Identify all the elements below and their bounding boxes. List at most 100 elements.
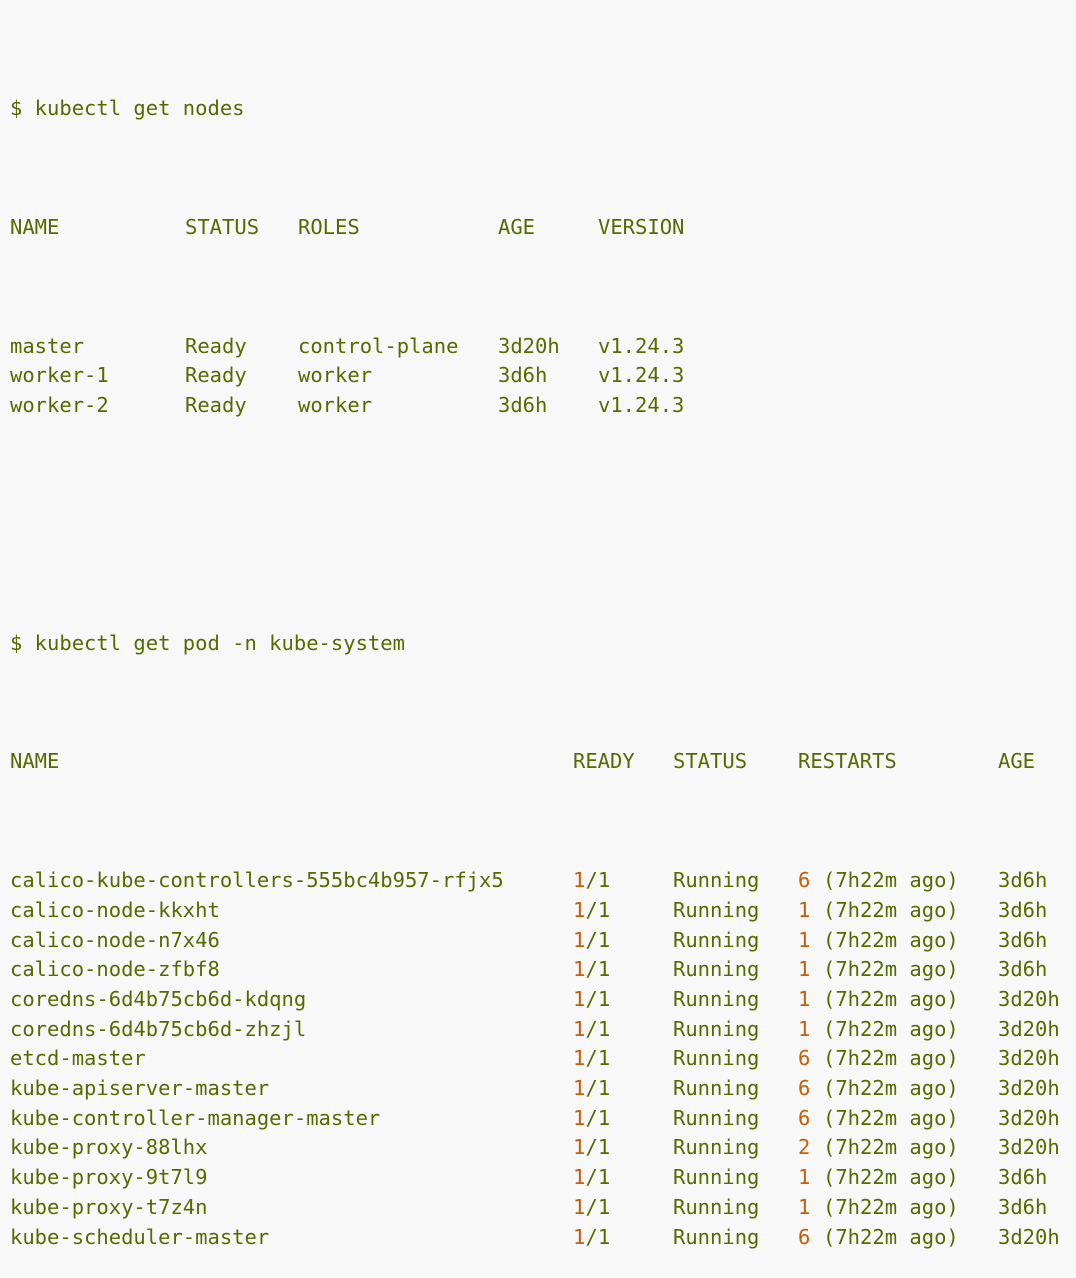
pod-name: coredns-6d4b75cb6d-zhzjl [10, 1016, 307, 1041]
pod-ready-count: 1 [573, 897, 586, 922]
pod-name: kube-proxy-t7z4n [10, 1194, 208, 1219]
pod-restarts-ago: (7h22m ago) [823, 927, 959, 952]
pod-ready-total: /1 [585, 957, 611, 982]
pod-ready-count: 1 [573, 1194, 586, 1219]
node-name: worker-2 [10, 393, 109, 418]
pod-restarts-ago: (7h22m ago) [823, 1135, 959, 1160]
pod-status: Running [673, 1046, 760, 1071]
pod-age: 3d20h [998, 987, 1060, 1012]
pod-status: Running [673, 1076, 760, 1101]
pod-ready-total: /1 [585, 1046, 611, 1071]
pod-restarts-count: 6 [798, 1105, 811, 1130]
pod-age: 3d6h [998, 1194, 1048, 1219]
pod-name: kube-apiserver-master [10, 1076, 270, 1101]
node-age: 3d6h [498, 363, 548, 388]
pod-restarts-ago: (7h22m ago) [823, 957, 959, 982]
pod-restarts-count: 1 [798, 1194, 811, 1219]
pod-status: Running [673, 868, 760, 893]
pod-status: Running [673, 1135, 760, 1160]
pod-restarts-count: 6 [798, 1224, 811, 1249]
pod-ready-count: 1 [573, 927, 586, 952]
pods-header-ready: READY [573, 749, 635, 774]
node-status: Ready [185, 393, 247, 418]
terminal-output: $ kubectl get nodes NAME STATUS ROLES AG… [0, 94, 1076, 1249]
pod-age: 3d6h [998, 957, 1048, 982]
node-version: v1.24.3 [598, 393, 685, 418]
pod-age: 3d20h [998, 1105, 1060, 1130]
pod-status: Running [673, 927, 760, 952]
pod-age: 3d6h [998, 927, 1048, 952]
node-status: Ready [185, 333, 247, 358]
pod-status: Running [673, 1165, 760, 1190]
pod-age: 3d6h [998, 868, 1048, 893]
pod-ready-total: /1 [585, 1016, 611, 1041]
pods-command: $ kubectl get pod -n kube-system [10, 630, 405, 655]
pod-restarts-count: 1 [798, 987, 811, 1012]
pod-restarts-count: 2 [798, 1135, 811, 1160]
pod-ready-count: 1 [573, 957, 586, 982]
pod-row: calico-kube-controllers-555bc4b957-rfjx5… [0, 866, 1076, 896]
node-roles: worker [298, 393, 373, 418]
pod-restarts-count: 1 [798, 1165, 811, 1190]
pod-name: kube-proxy-9t7l9 [10, 1165, 208, 1190]
pod-restarts-ago: (7h22m ago) [823, 897, 959, 922]
pod-ready-count: 1 [573, 1135, 586, 1160]
pod-age: 3d20h [998, 1076, 1060, 1101]
pod-restarts-ago: (7h22m ago) [823, 1194, 959, 1219]
pods-command-line: $ kubectl get pod -n kube-system [0, 629, 1076, 659]
pod-ready-total: /1 [585, 1105, 611, 1130]
pod-restarts-ago: (7h22m ago) [823, 987, 959, 1012]
nodes-header-name: NAME [10, 214, 60, 239]
pod-name: kube-scheduler-master [10, 1224, 270, 1249]
pod-ready-count: 1 [573, 1076, 586, 1101]
pod-restarts-count: 1 [798, 897, 811, 922]
nodes-header-row: NAME STATUS ROLES AGE VERSION [0, 213, 1076, 243]
pod-restarts-ago: (7h22m ago) [823, 1224, 959, 1249]
pod-ready-total: /1 [585, 1194, 611, 1219]
pod-status: Running [673, 1224, 760, 1249]
pod-ready-count: 1 [573, 1016, 586, 1041]
pod-name: calico-node-n7x46 [10, 927, 220, 952]
nodes-header-version: VERSION [598, 214, 685, 239]
pods-header-status: STATUS [673, 749, 748, 774]
pods-header-row: NAME READY STATUS RESTARTS AGE [0, 747, 1076, 777]
node-version: v1.24.3 [598, 363, 685, 388]
pod-restarts-ago: (7h22m ago) [823, 1016, 959, 1041]
pod-restarts-ago: (7h22m ago) [823, 1165, 959, 1190]
pod-restarts-count: 1 [798, 957, 811, 982]
pod-ready-count: 1 [573, 1046, 586, 1071]
node-name: worker-1 [10, 363, 109, 388]
pod-restarts-count: 6 [798, 1076, 811, 1101]
pod-ready-total: /1 [585, 897, 611, 922]
pod-ready-total: /1 [585, 1224, 611, 1249]
pod-ready-count: 1 [573, 1165, 586, 1190]
pod-ready-count: 1 [573, 987, 586, 1012]
pod-status: Running [673, 897, 760, 922]
pod-status: Running [673, 1105, 760, 1130]
pod-restarts-count: 6 [798, 1046, 811, 1071]
nodes-command-line: $ kubectl get nodes [0, 94, 1076, 124]
blank-line [0, 510, 1076, 540]
node-name: master [10, 333, 85, 358]
nodes-header-roles: ROLES [298, 214, 360, 239]
pod-restarts-ago: (7h22m ago) [823, 1105, 959, 1130]
pod-name: etcd-master [10, 1046, 146, 1071]
nodes-header-age: AGE [498, 214, 536, 239]
pod-ready-count: 1 [573, 1105, 586, 1130]
pod-ready-count: 1 [573, 1224, 586, 1249]
pod-ready-total: /1 [585, 1135, 611, 1160]
node-roles: control-plane [298, 333, 459, 358]
pod-restarts-ago: (7h22m ago) [823, 1076, 959, 1101]
pod-name: calico-node-zfbf8 [10, 957, 220, 982]
pod-status: Running [673, 987, 760, 1012]
